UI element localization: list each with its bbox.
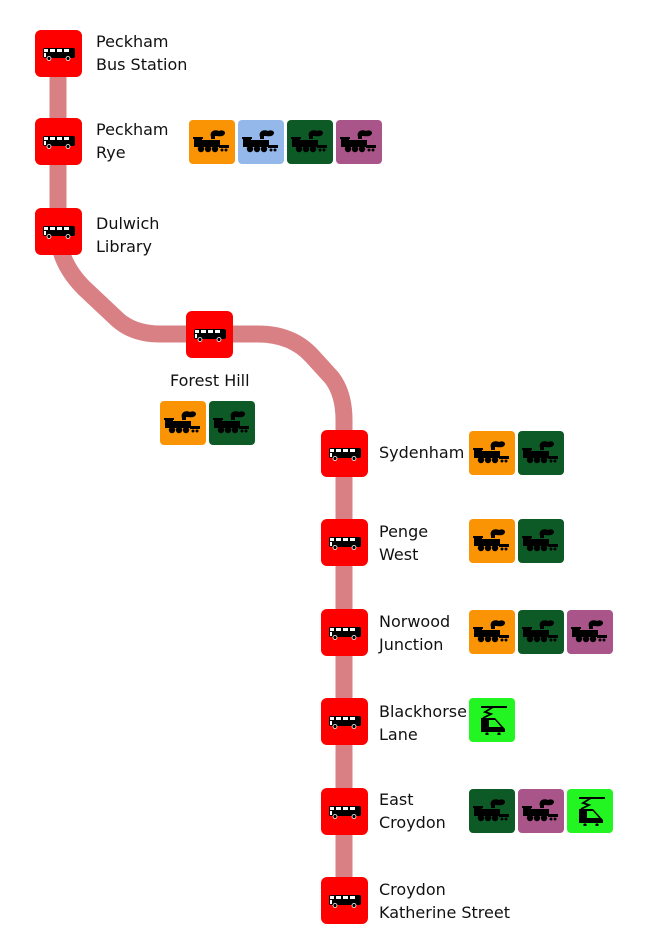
service-badge-tram-green[interactable] [469, 698, 515, 742]
train-icon [291, 130, 327, 153]
stop-name-line: Library [96, 237, 152, 256]
bus-icon [328, 626, 361, 640]
train-icon [522, 441, 558, 464]
stop-name-line: Penge [379, 522, 429, 541]
service-badge-rail-orange[interactable] [469, 610, 515, 654]
service-badge-rail-purple[interactable] [567, 610, 613, 654]
train-icon [242, 130, 278, 153]
service-badge-rail-darkgreen[interactable] [518, 610, 564, 654]
train-icon [522, 529, 558, 552]
stop-name-line: Dulwich [96, 214, 160, 233]
bus-icon [328, 805, 361, 819]
services-forest-hill [160, 401, 255, 445]
bus-icon [193, 328, 226, 342]
stop-name-line: Lane [379, 725, 418, 744]
stop-name-line: West [379, 545, 419, 564]
tram-icon [481, 706, 507, 735]
bus-icon [328, 894, 361, 908]
train-icon [571, 620, 607, 643]
stop-name-line: Forest Hill [170, 371, 250, 390]
stop-name-line: Peckham [96, 120, 169, 139]
stop-marker-peckham-rye[interactable] [35, 118, 82, 165]
tram-icon [579, 797, 605, 826]
stop-name-line: Sydenham [379, 443, 465, 462]
service-badge-rail-orange[interactable] [189, 120, 235, 164]
stop-name-line: Blackhorse [379, 702, 467, 721]
train-icon [213, 411, 249, 434]
stop-name-line: Peckham [96, 32, 169, 51]
stop-marker-peckham-bus-station[interactable] [35, 30, 82, 77]
services-penge-west [469, 519, 564, 563]
service-badge-rail-purple[interactable] [336, 120, 382, 164]
service-badge-rail-orange[interactable] [160, 401, 206, 445]
stop-name-line: East [379, 790, 414, 809]
stop-marker-penge-west[interactable] [321, 519, 368, 566]
train-icon [522, 799, 558, 822]
service-badge-rail-darkgreen[interactable] [518, 519, 564, 563]
stop-marker-blackhorse-lane[interactable] [321, 698, 368, 745]
train-icon [473, 529, 509, 552]
service-badge-rail-purple[interactable] [518, 789, 564, 833]
service-badge-rail-darkgreen[interactable] [518, 431, 564, 475]
stop-name-line: Bus Station [96, 55, 188, 74]
service-badge-rail-lightblue[interactable] [238, 120, 284, 164]
service-badge-rail-orange[interactable] [469, 431, 515, 475]
stop-marker-forest-hill[interactable] [186, 311, 233, 358]
service-badge-rail-orange[interactable] [469, 519, 515, 563]
train-icon [522, 620, 558, 643]
service-badge-tram-green[interactable] [567, 789, 613, 833]
stop-marker-east-croydon[interactable] [321, 788, 368, 835]
bus-icon [42, 47, 75, 61]
bus-icon [42, 225, 75, 239]
stop-marker-sydenham[interactable] [321, 430, 368, 477]
services-blackhorse-lane [469, 698, 515, 742]
services-peckham-rye [189, 120, 382, 164]
train-icon [340, 130, 376, 153]
bus-icon [328, 447, 361, 461]
service-badge-rail-darkgreen[interactable] [287, 120, 333, 164]
stop-name-line: Rye [96, 143, 126, 162]
stop-name-line: Norwood [379, 612, 451, 631]
stop-name-line: Croydon [379, 813, 446, 832]
stop-label-sydenham: Sydenham [379, 441, 464, 464]
bus-icon [42, 135, 75, 149]
stop-name-line: Junction [379, 635, 444, 654]
bus-icon [328, 715, 361, 729]
services-sydenham [469, 431, 564, 475]
stop-name-line: Katherine Street [379, 903, 510, 922]
service-badge-rail-darkgreen[interactable] [469, 789, 515, 833]
train-icon [164, 411, 200, 434]
stop-name-line: Croydon [379, 880, 446, 899]
train-icon [473, 620, 509, 643]
services-norwood-junction [469, 610, 613, 654]
service-badge-rail-darkgreen[interactable] [209, 401, 255, 445]
bus-icon [328, 536, 361, 550]
stop-marker-croydon-katherine-street[interactable] [321, 877, 368, 924]
stop-marker-dulwich-library[interactable] [35, 208, 82, 255]
stop-label-forest-hill: Forest Hill [170, 369, 250, 392]
train-icon [473, 799, 509, 822]
train-icon [473, 441, 509, 464]
train-icon [193, 130, 229, 153]
services-east-croydon [469, 789, 613, 833]
stop-marker-norwood-junction[interactable] [321, 609, 368, 656]
